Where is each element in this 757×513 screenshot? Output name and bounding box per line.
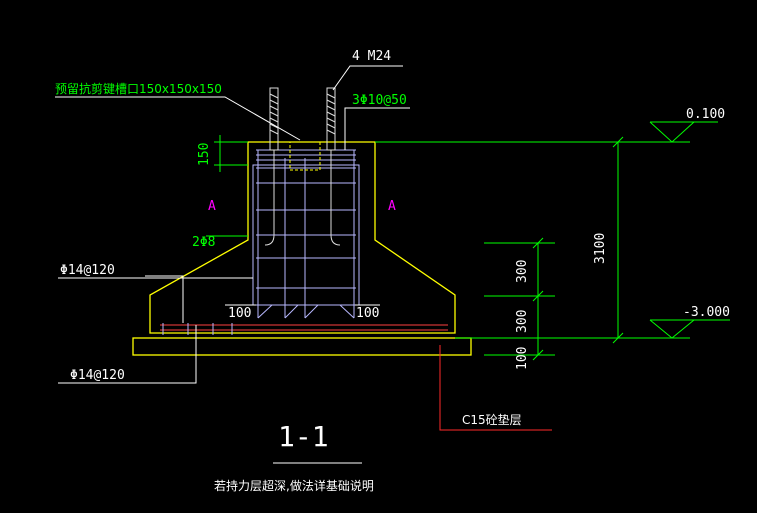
label-dim-150: 150 <box>197 143 212 166</box>
label-bar-bottom-mesh: Φ14@120 <box>70 368 125 383</box>
label-elev-top: 0.100 <box>686 107 725 122</box>
label-shear-key-groove: 预留抗剪键槽口150x150x150 <box>55 81 222 96</box>
label-section-a-right: A <box>388 199 396 214</box>
anchor-bolts <box>264 87 341 246</box>
label-dim-total: 3100 <box>593 233 608 264</box>
drawing-note: 若持力层超深,做法详基础说明 <box>214 478 374 493</box>
label-offset-left: 100 <box>228 306 251 321</box>
label-bar-2phi8: 2Φ8 <box>192 235 215 250</box>
label-elev-bottom: -3.000 <box>683 305 730 320</box>
label-bar-top-mesh: Φ14@120 <box>60 263 115 278</box>
cushion-callout-leader <box>439 345 552 431</box>
label-offset-right: 100 <box>356 306 379 321</box>
section-title: 1-1 <box>278 420 329 453</box>
label-anchor-bolt: 4 M24 <box>352 49 391 64</box>
dimension-lines <box>206 121 730 361</box>
shear-key-groove <box>289 141 321 171</box>
label-section-a-left: A <box>208 199 216 214</box>
label-dim-300-upper: 300 <box>515 260 530 283</box>
label-stirrup-top: 3Φ10@50 <box>352 93 407 108</box>
concrete-outline <box>132 141 472 356</box>
label-cushion-layer: C15砼垫层 <box>462 412 522 427</box>
cushion-layer-slab <box>132 337 472 356</box>
label-dim-300-lower: 300 <box>515 310 530 333</box>
leader-lines <box>55 65 410 464</box>
label-dim-100: 100 <box>515 347 530 370</box>
